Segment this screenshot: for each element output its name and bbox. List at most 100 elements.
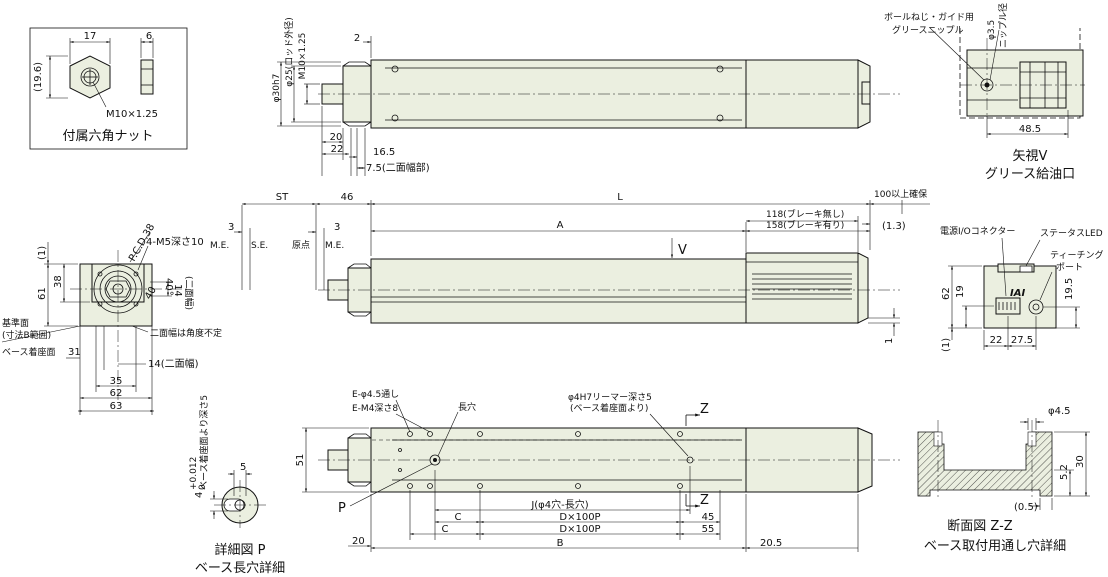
- connector-power-io: 電源I/Oコネクター: [940, 226, 1015, 237]
- bottom-slot: 長穴: [458, 401, 476, 413]
- connector-status-led: ステータスLED: [1040, 228, 1103, 239]
- bottom-ream-2: (ベース着座面より): [570, 402, 648, 414]
- end-two-face-note: 二面幅は角度不定: [150, 327, 222, 339]
- front-dim-1-3: (1.3): [882, 221, 906, 232]
- section-zz-caption-1: 断面図 Z-Z: [947, 519, 1013, 534]
- bottom-dim-j: J(φ4穴-長穴): [530, 498, 588, 511]
- nut-dim-17: 17: [84, 31, 97, 42]
- end-dim-31: 31: [68, 347, 81, 358]
- top-dim-20: 20: [330, 132, 343, 143]
- top-rod-od: φ25(ロッド外径): [283, 17, 295, 86]
- front-view-v: V: [678, 243, 687, 258]
- front-dim-a: A: [557, 220, 564, 231]
- connector-dim-27-5: 27.5: [1011, 335, 1033, 346]
- bottom-dim-c-bottom: C: [442, 524, 449, 535]
- end-base-surface: ベース着座面: [2, 346, 56, 358]
- front-me-left: M.E.: [210, 241, 229, 251]
- section-zz-caption-2: ベース取付用通し穴詳細: [924, 538, 1066, 554]
- power-io-connector-icon: [995, 297, 1021, 315]
- connector-dim-19: 19: [955, 285, 966, 298]
- front-clearance: 100以上確保: [874, 188, 927, 200]
- bottom-dim-dx100-top: D×100P: [559, 512, 600, 523]
- grease-caption-2: グリース給油口: [985, 167, 1075, 182]
- section-zz-dim-4-5: φ4.5: [1048, 406, 1071, 417]
- bottom-dim-55: 55: [702, 524, 715, 535]
- front-dim-1: 1: [884, 338, 895, 344]
- top-rod-fit: φ30h7: [272, 74, 282, 103]
- end-ref-surface: 基準面: [2, 317, 29, 329]
- nut-thread: M10×1.25: [106, 109, 158, 120]
- end-two-face-14: 14(二面幅): [148, 357, 199, 370]
- detail-p-depth-label: ベース着座面より深さ5: [198, 395, 210, 490]
- front-brake-with: 158(ブレーキ有り): [766, 219, 844, 231]
- front-fins: [752, 273, 852, 300]
- connector-teaching-2: ポート: [1056, 262, 1083, 273]
- status-led-icon: [1019, 265, 1033, 273]
- bottom-dim-45: 45: [702, 512, 715, 523]
- end-tapped: 4-M5深さ10: [146, 236, 204, 248]
- bottom-ream-1: φ4H7リーマー深さ5: [568, 392, 652, 403]
- top-rod-thread-label: M10×1.25: [298, 33, 308, 80]
- section-zz: φ4.5 30 5.2 (0.5) 断面図 Z-Z ベース取付用通し穴詳細: [917, 406, 1090, 554]
- top-dim-22: 22: [331, 144, 344, 155]
- front-origin: 原点: [292, 240, 310, 251]
- grease-nipple-dia: φ3.5: [987, 20, 997, 40]
- grease-nipple-label: ニップル径: [997, 3, 1009, 48]
- front-dim-3-left: 3: [228, 222, 234, 233]
- connector-teaching-1: ティーチング: [1050, 249, 1103, 261]
- end-dim-61: 61: [37, 287, 48, 300]
- front-me-right: M.E.: [325, 241, 344, 251]
- connector-dim-62: 62: [941, 287, 952, 300]
- bottom-dim-b: B: [557, 538, 564, 549]
- section-zz-dim-5-2: 5.2: [1059, 464, 1070, 480]
- bottom-mounting-holes: [398, 431, 694, 489]
- grease-caption-1: 矢視V: [1013, 149, 1048, 164]
- detail-p-dim-4: 4: [194, 492, 205, 498]
- nut-frame: [29, 27, 188, 150]
- section-zz-dim-0-5: (0.5): [1014, 502, 1038, 513]
- front-dim-3-right: 3: [334, 222, 340, 233]
- top-dim-7-5: 7.5(二面幅部): [366, 161, 430, 174]
- connector-dim-22: 22: [990, 335, 1003, 346]
- hex-nut-side: [140, 59, 154, 95]
- front-body: [370, 258, 747, 324]
- end-two-face-short: (二面幅): [183, 276, 195, 310]
- bottom-through-hole: E-φ4.5通し: [352, 389, 399, 400]
- connector-view: IAI 電源I/Oコネクター ステータスLED ティーチング ポート 62 19…: [940, 226, 1103, 352]
- front-se: S.E.: [251, 241, 268, 251]
- bottom-section-z-top: Z: [700, 402, 709, 417]
- grease-dim-48-5: 48.5: [1019, 124, 1041, 135]
- end-dim-63: 63: [110, 401, 123, 412]
- nut-view: 17 6 (19.6) M10×1.25 付属六角ナット: [29, 27, 188, 150]
- front-brake-none: 118(ブレーキ無し): [766, 208, 844, 220]
- bottom-dim-51: 51: [295, 454, 306, 467]
- nut-dim-19-6: (19.6): [33, 62, 44, 92]
- bottom-dim-20-5: 20.5: [760, 538, 782, 549]
- detail-p-dim-5: 5: [240, 462, 246, 473]
- connector-dim-19-5: 19.5: [1064, 278, 1075, 300]
- top-dim-2: 2: [354, 33, 360, 44]
- end-dim-35: 35: [110, 376, 123, 387]
- front-dim-l: L: [617, 192, 623, 203]
- end-view: P.C.D.38 4-M5深さ10 40° 14 (二面幅) 40 (1) 61…: [1, 222, 222, 415]
- front-motor-housing: [745, 252, 859, 324]
- bottom-view: E-φ4.5通し E-M4深さ8 長穴 φ4H7リーマー深さ5 (ベース着座面よ…: [295, 389, 900, 552]
- section-zz-dim-30: 30: [1075, 455, 1086, 468]
- nut-caption: 付属六角ナット: [62, 129, 153, 144]
- top-dim-16-5: 16.5: [373, 147, 395, 158]
- end-ref-range: (寸法B範囲): [2, 329, 51, 341]
- connector-logo: IAI: [1010, 288, 1025, 299]
- bottom-dim-c-top: C: [455, 512, 462, 523]
- nut-dim-6: 6: [146, 31, 152, 42]
- grease-label-1: ボールねじ・ガイド用: [884, 12, 974, 23]
- front-dim-46: 46: [341, 192, 354, 203]
- connector-dim-1: (1): [941, 338, 952, 352]
- detail-p-caption-2: ベース長穴詳細: [195, 560, 285, 576]
- bottom-tap: E-M4深さ8: [352, 403, 398, 414]
- detail-p-caption-1: 詳細図 P: [215, 542, 266, 558]
- top-view: 2 φ30h7 φ25(ロッド外径) M10×1.25 20 22 16.5 7…: [272, 17, 900, 176]
- bottom-dim-20: 20: [352, 536, 365, 547]
- front-dim-st: ST: [276, 192, 289, 203]
